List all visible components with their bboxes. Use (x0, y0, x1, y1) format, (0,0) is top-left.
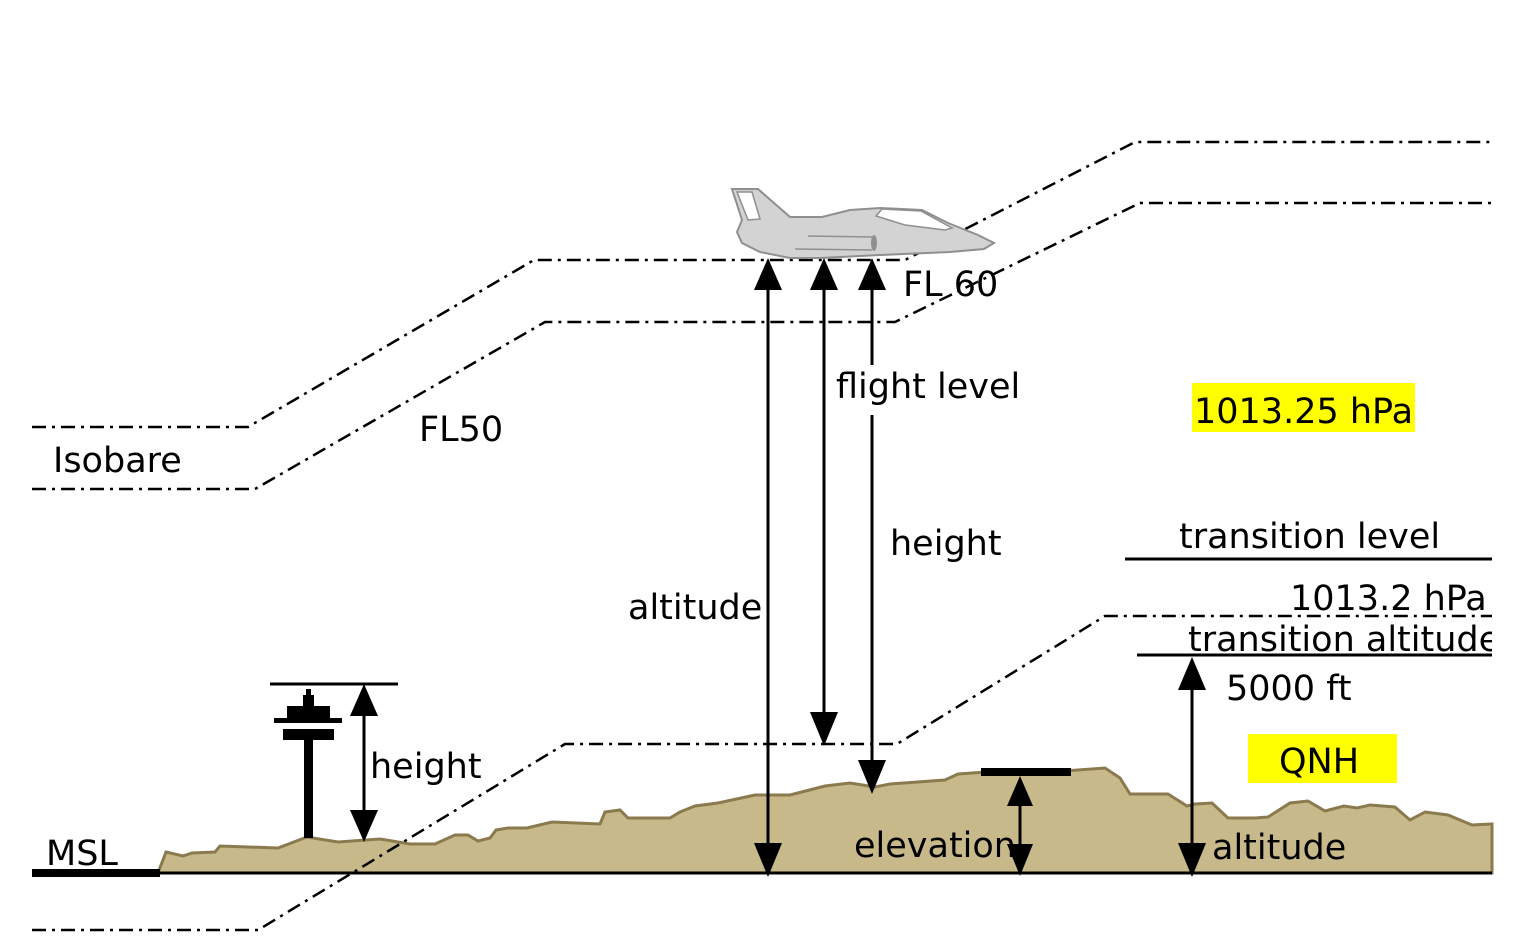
hpa-transition-label: 1013.2 hPa (1290, 579, 1487, 619)
height-aircraft-label: height (890, 524, 1002, 564)
height-tower-label: height (370, 747, 482, 787)
terrain (155, 766, 1494, 875)
isobar-qnh (32, 614, 1492, 932)
transition-level-label: transition level (1179, 517, 1440, 557)
isobare-label: Isobare (53, 441, 182, 481)
hpa-std-label: 1013.25 hPa (1194, 392, 1413, 432)
arrow-elevation (1007, 776, 1033, 876)
runway-icon (981, 768, 1071, 776)
aircraft-icon (730, 188, 997, 259)
fl60-label: FL 60 (903, 265, 998, 305)
arrow-flight-level (810, 258, 838, 746)
ft-5000-label: 5000 ft (1226, 669, 1352, 709)
qnh-highlight (1248, 734, 1397, 783)
arrow-altitude-ground (1178, 657, 1206, 877)
fl50-label: FL50 (419, 410, 503, 450)
altitude-ground-label: altitude (1212, 828, 1346, 868)
elevation-label: elevation (854, 826, 1016, 866)
arrow-altitude-aircraft (754, 258, 782, 877)
transition-altitude-label: transition altitude (1188, 620, 1500, 660)
msl-label: MSL (46, 834, 118, 874)
isobar-upper-1 (32, 140, 1492, 429)
arrow-height-aircraft (858, 258, 886, 794)
altitude-aircraft-label: altitude (628, 588, 762, 628)
isobar-upper-2 (32, 201, 1492, 491)
flight-level-label: flight level (836, 367, 1020, 407)
control-tower-icon (274, 689, 342, 838)
arrow-height-tower (350, 684, 378, 842)
qnh-label: QNH (1279, 742, 1359, 782)
hpa-std-highlight (1192, 383, 1415, 432)
